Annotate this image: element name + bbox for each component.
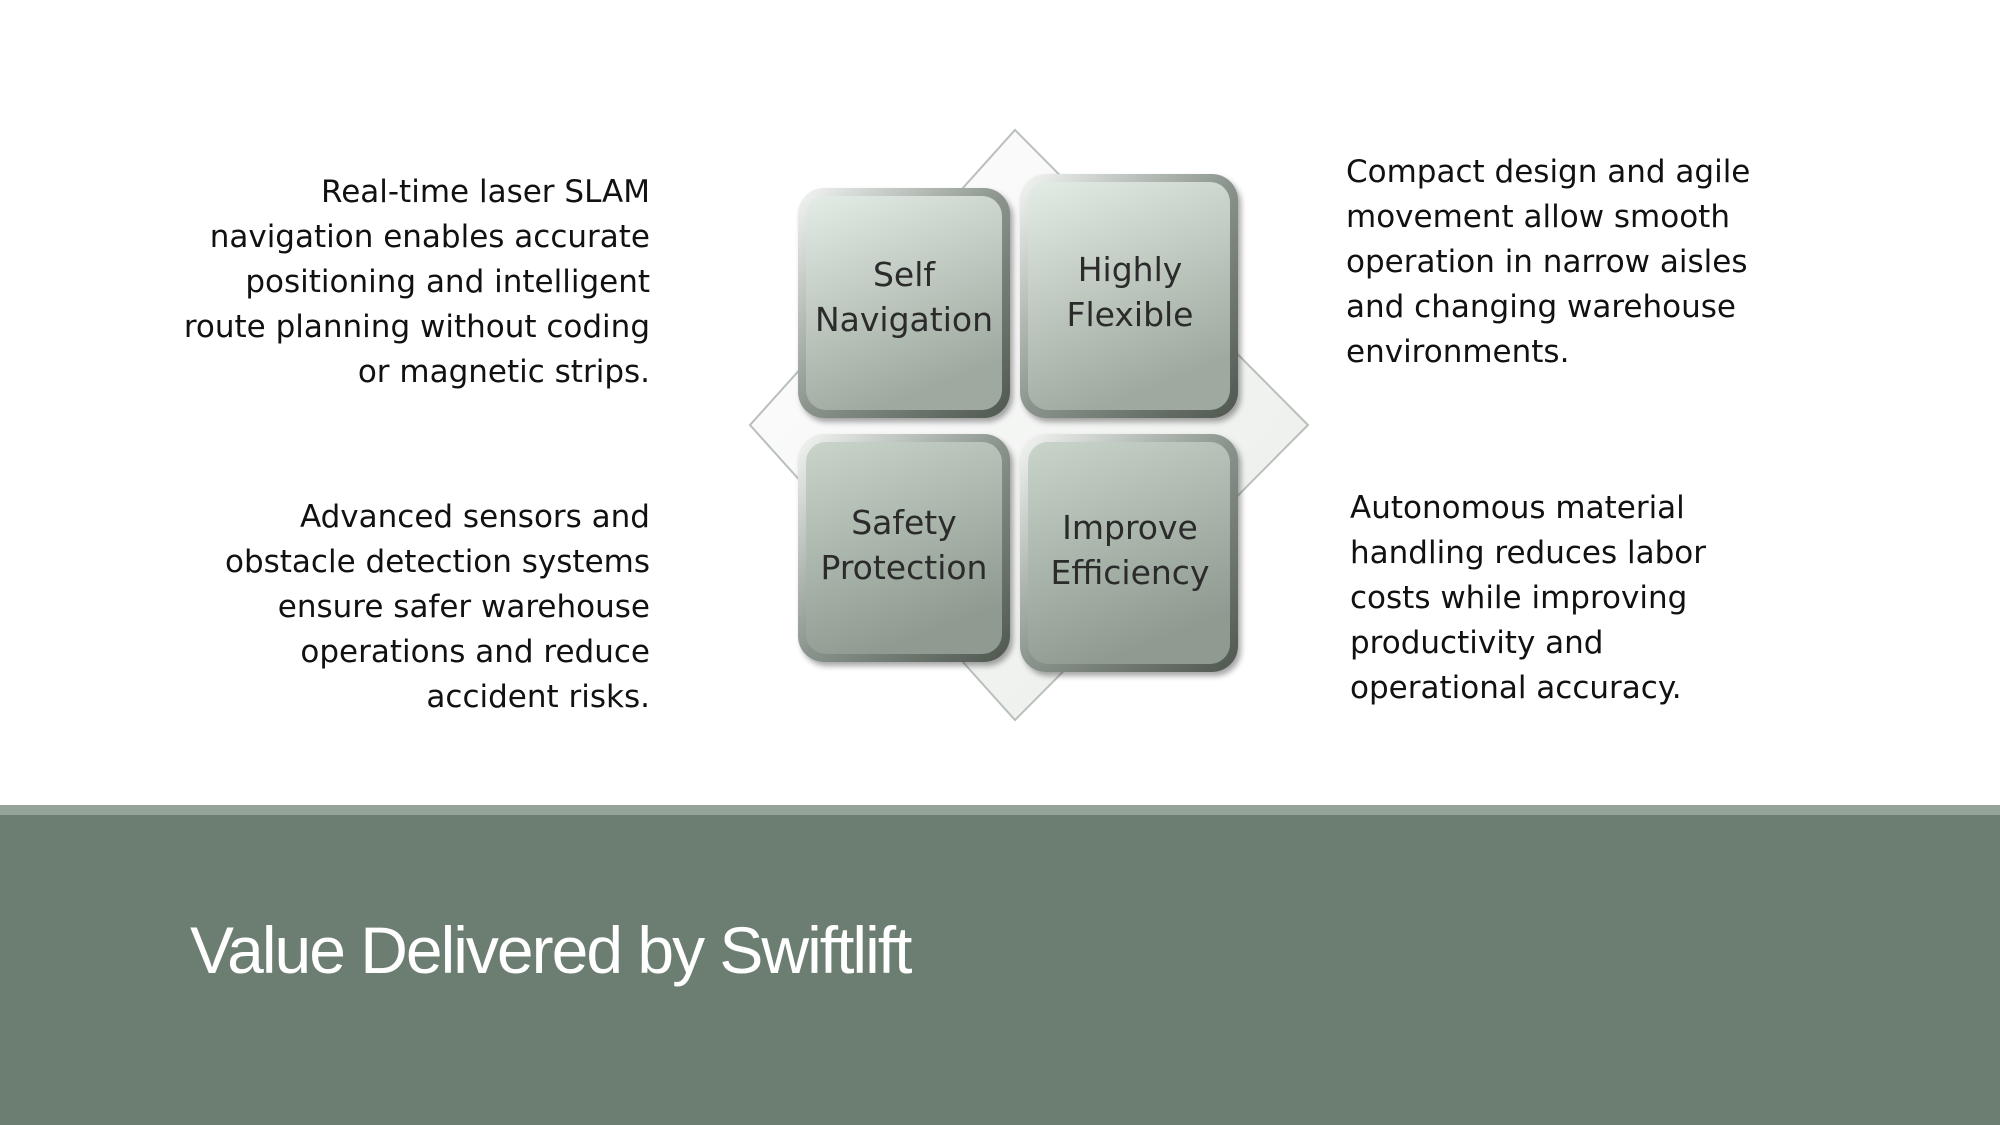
label-self-navigation: Self Navigation: [815, 255, 993, 339]
description-self-navigation: Real-time laser SLAM navigation enables …: [183, 174, 650, 390]
matrix-diagram-graphic: [748, 128, 1310, 722]
description-improve-efficiency: Autonomous material handling reduces lab…: [1350, 490, 1706, 706]
title-band: [0, 805, 2000, 1125]
tile-safety-protection: [798, 434, 1010, 662]
tile-self-navigation: [798, 188, 1010, 418]
tile-highly-flexible: [1020, 174, 1238, 418]
title-band-accent-strip: [0, 805, 2000, 815]
label-improve-efficiency: Improve Efficiency: [1050, 508, 1210, 592]
label-safety-protection: Safety Protection: [820, 503, 988, 587]
tile-improve-efficiency: [1020, 434, 1238, 672]
slide-title: Value Delivered by Swiftlift: [190, 913, 912, 987]
description-safety-protection: Advanced sensors and obstacle detection …: [224, 499, 650, 715]
description-highly-flexible: Compact design and agile movement allow …: [1346, 154, 1751, 370]
matrix-diagram: Self Navigation Highly Flexible Safety P…: [740, 120, 1320, 730]
label-highly-flexible: Highly Flexible: [1066, 250, 1194, 334]
